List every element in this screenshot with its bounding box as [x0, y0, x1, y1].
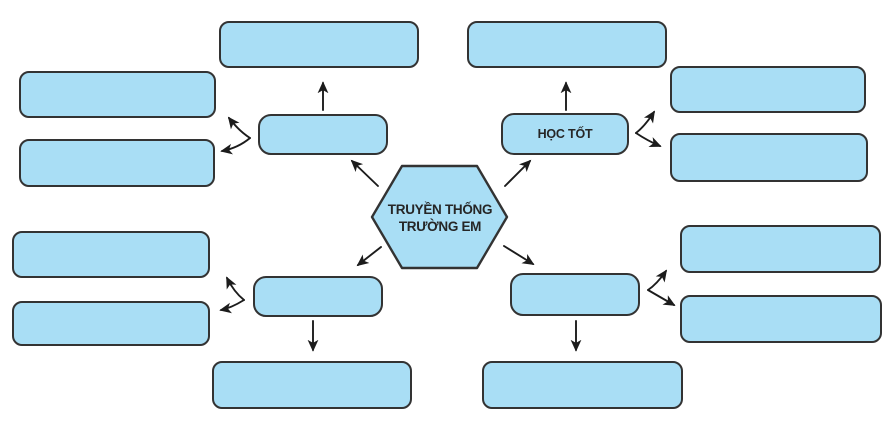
- arrow-center-to-topleft-hub: [350, 159, 379, 187]
- answer-slot-bottomleft-2: [12, 301, 210, 346]
- branch-hub-bottom-left: [253, 276, 383, 317]
- answer-slot-top-right: [467, 21, 667, 68]
- answer-slot-left-2: [19, 139, 215, 187]
- answer-slot-top-left: [219, 21, 419, 68]
- center-label-line1: TRUYỀN THỐNG: [387, 202, 493, 217]
- arrow-topleft-hub-fork-down: [220, 137, 251, 155]
- arrow-topright-hub-fork-up: [635, 110, 655, 134]
- center-label-line2: TRƯỜNG EM: [398, 219, 482, 234]
- answer-slot-right-3: [680, 225, 881, 273]
- answer-slot-bottomleft-1: [12, 231, 210, 278]
- arrow-bottomleft-hub-fork-down: [219, 299, 245, 314]
- answer-slot-bottom-left: [212, 361, 412, 409]
- answer-slot-left-1: [19, 71, 216, 118]
- branch-hub-top-left: [258, 114, 388, 155]
- branch-hub-hoc-tot: HỌC TỐT: [501, 113, 629, 155]
- arrow-topright-hub-fork-down: [635, 132, 662, 148]
- arrow-center-to-topright-hub: [504, 159, 532, 187]
- branch-hub-bottom-right: [510, 273, 640, 316]
- arrow-bottomleft-hub-fork-up: [226, 276, 245, 301]
- arrow-topleft-hub-fork-up: [227, 116, 251, 139]
- arrow-bottomright-hub-fork-down: [647, 289, 676, 306]
- center-hexagon-label: TRUYỀN THỐNG TRƯỜNG EM: [377, 193, 503, 243]
- answer-slot-right-2: [670, 133, 868, 182]
- answer-slot-bottom-right: [482, 361, 683, 409]
- arrow-center-to-bottomleft-hub: [356, 246, 382, 267]
- arrow-bottomright-hub-fork-up: [647, 269, 668, 291]
- answer-slot-right-4: [680, 295, 882, 343]
- arrow-center-to-bottomright-hub: [503, 245, 535, 265]
- center-hexagon: [370, 164, 509, 270]
- answer-slot-right-1: [670, 66, 866, 113]
